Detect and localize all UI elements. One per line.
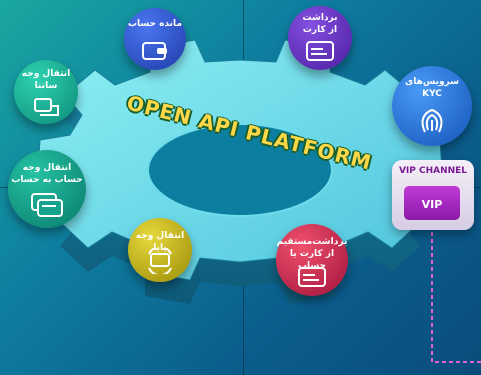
feature-paya[interactable]: انتقال وجه پایا [128, 218, 192, 282]
vip-button[interactable]: VIP [404, 186, 460, 220]
feature-kyc-label: سرویس‌های KYC [404, 77, 459, 99]
feature-direct-withdraw[interactable]: برداشت‌مستقیم از کارت یا حساب [276, 224, 348, 296]
feature-card-withdraw-label: برداشت از کارت [302, 13, 338, 35]
feature-balance[interactable]: مانده حساب [124, 8, 186, 70]
feature-paya-label: انتقال وجه پایا [135, 231, 185, 253]
feature-satna-label: انتقال وجه ساتنا [21, 69, 71, 91]
feature-card-withdraw[interactable]: برداشت از کارت [288, 6, 352, 70]
feature-account-transfer[interactable]: انتقال وجه حساب به حساب [8, 150, 86, 228]
feature-direct-withdraw-label: برداشت‌مستقیم از کارت یا حساب [276, 237, 348, 271]
fingerprint-icon [421, 108, 443, 133]
vip-channel-card[interactable]: VIP CHANNEL VIP [392, 160, 474, 230]
feature-satna[interactable]: انتقال وجه ساتنا [14, 60, 78, 124]
feature-kyc[interactable]: سرویس‌های KYC [392, 66, 472, 146]
exchange-icon [148, 248, 172, 274]
transfer-icon [34, 98, 59, 116]
card-icon [298, 267, 326, 287]
vip-label: VIP [421, 198, 443, 211]
feature-account-transfer-label: انتقال وجه حساب به حساب [11, 163, 83, 185]
cards-icon [31, 193, 63, 217]
gear-hole [147, 123, 333, 217]
vip-channel-header: VIP CHANNEL [398, 166, 468, 176]
feature-balance-label: مانده حساب [127, 19, 183, 29]
vip-connector [431, 232, 481, 363]
card-icon [306, 41, 334, 61]
wallet-icon [142, 42, 167, 60]
